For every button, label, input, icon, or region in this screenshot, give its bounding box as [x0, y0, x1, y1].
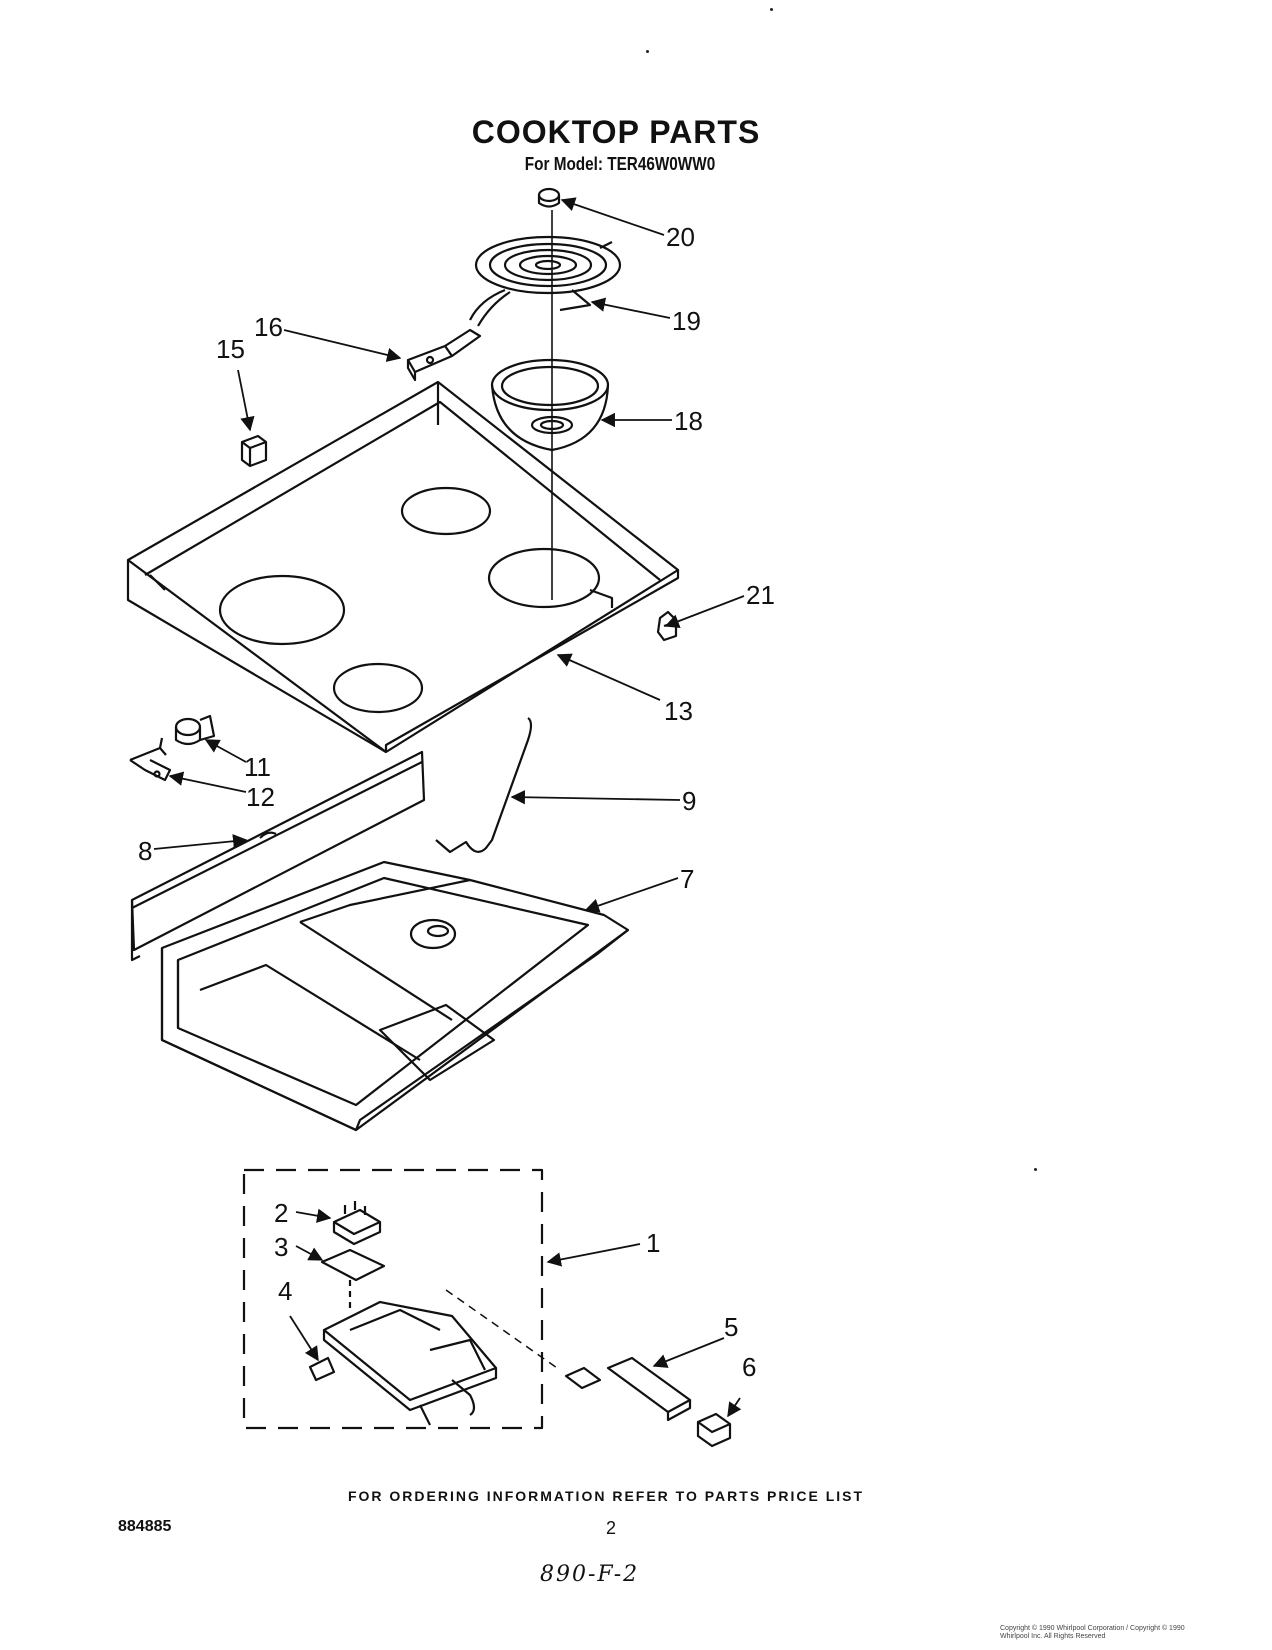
- copyright-notice: Copyright © 1990 Whirlpool Corporation /…: [1000, 1625, 1185, 1640]
- callout-21: 21: [746, 580, 775, 610]
- part-6-connector: [696, 1412, 732, 1448]
- part-8-trim-strip: [130, 750, 426, 962]
- kit-box-part-1: [242, 1168, 544, 1430]
- callout-6: 6: [742, 1352, 756, 1382]
- page-title: COOKTOP PARTS: [471, 114, 761, 150]
- callout-9: 9: [682, 786, 696, 816]
- control-bracket: [322, 1280, 561, 1426]
- callout-20: 20: [666, 222, 695, 252]
- part-12-bracket: [129, 737, 172, 782]
- callout-12: 12: [246, 782, 275, 812]
- part-11-switch: [174, 714, 216, 746]
- leader-arrows: [153, 197, 745, 1418]
- callout-1: 1: [646, 1228, 660, 1258]
- part-15-bracket: [240, 434, 268, 468]
- part-2-switch: [332, 1201, 382, 1246]
- callout-16: 16: [254, 312, 283, 342]
- ordering-note: FOR ORDERING INFORMATION REFER TO PARTS …: [347, 1488, 865, 1504]
- callout-3: 3: [274, 1232, 288, 1262]
- document-number: 884885: [118, 1518, 172, 1535]
- scan-speck: [646, 50, 649, 53]
- callout-2: 2: [274, 1198, 288, 1228]
- callout-7: 7: [680, 864, 694, 894]
- page-number: 2: [606, 1518, 617, 1538]
- part-3-pad: [320, 1248, 386, 1282]
- callout-5: 5: [724, 1312, 738, 1342]
- part-20-cap: [537, 187, 561, 208]
- part-5-sensor: [564, 1356, 692, 1422]
- callout-19: 19: [672, 306, 701, 336]
- part-4-clip: [308, 1356, 336, 1382]
- callout-4: 4: [278, 1276, 292, 1306]
- callout-13: 13: [664, 696, 693, 726]
- callout-18: 18: [674, 406, 703, 436]
- part-16-terminal-block: [406, 328, 482, 382]
- part-18-drip-bowl: [490, 358, 610, 452]
- scan-speck: [770, 8, 773, 11]
- callout-11: 11: [244, 752, 271, 782]
- part-13-cooktop: [126, 380, 680, 754]
- model-subtitle: For Model: TER46W0WW0: [524, 154, 716, 174]
- part-7-burner-box: [160, 860, 630, 1132]
- handwritten-note: 890-F-2: [540, 1562, 640, 1587]
- part-19-surface-element: [469, 235, 622, 327]
- callout-15: 15: [216, 334, 245, 364]
- callout-8: 8: [138, 836, 152, 866]
- scan-speck: [1034, 1168, 1037, 1171]
- part-9-rod: [435, 717, 533, 854]
